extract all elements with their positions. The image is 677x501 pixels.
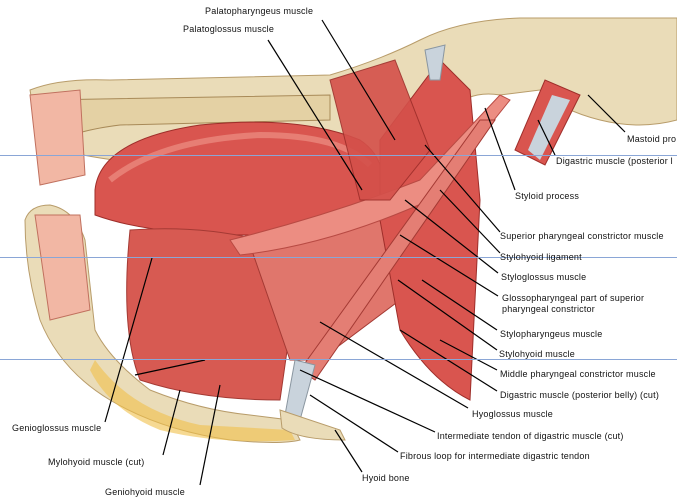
label-mastoid: Mastoid pro: [627, 134, 677, 144]
label-intermediate-tendon: Intermediate tendon of digastric muscle …: [437, 431, 624, 441]
digastric-tendon: [528, 95, 570, 160]
styloglossus-muscle: [229, 94, 511, 256]
label-palatopharyngeus: Palatopharyngeus muscle: [205, 6, 314, 16]
hyoid-bone: [279, 409, 346, 441]
horizontal-rule: [0, 359, 677, 360]
label-digastric-posterior-cut: Digastric muscle (posterior belly) (cut): [500, 390, 660, 400]
label-glossopharyngeal-1: Glossopharyngeal part of superior: [502, 293, 645, 303]
horizontal-rule: [0, 257, 677, 258]
label-glossopharyngeal-2: pharyngeal constrictor: [502, 304, 595, 314]
label-stylopharyngeus: Stylopharyngeus muscle: [500, 329, 603, 339]
tongue-surface: [108, 131, 373, 183]
label-hyoid-bone: Hyoid bone: [362, 473, 410, 483]
label-mylohyoid: Mylohyoid muscle (cut): [48, 457, 145, 467]
label-stylohyoid-ligament: Stylohyoid ligament: [500, 252, 582, 262]
label-middle-constrictor: Middle pharyngeal constrictor muscle: [500, 369, 656, 379]
jaw-outline: [90, 360, 295, 442]
label-palatoglossus: Palatoglossus muscle: [183, 24, 275, 34]
label-styloid-process: Styloid process: [515, 191, 580, 201]
genioglossus-muscle: [126, 228, 291, 401]
intermediate-tendon: [284, 359, 316, 421]
styloid-process: [424, 44, 446, 81]
label-hyoglossus: Hyoglossus muscle: [472, 409, 553, 419]
teeth-lower: [34, 214, 91, 321]
label-superior-constrictor: Superior pharyngeal constrictor muscle: [500, 231, 664, 241]
label-digastric-posterior: Digastric muscle (posterior l: [556, 156, 673, 166]
label-geniohyoid: Geniohyoid muscle: [105, 487, 185, 497]
palatopharyngeus-muscle: [329, 59, 431, 201]
horizontal-rule: [0, 155, 677, 156]
label-fibrous-loop: Fibrous loop for intermediate digastric …: [400, 451, 590, 461]
label-genioglossus: Genioglossus muscle: [12, 423, 102, 433]
teeth-upper: [29, 89, 86, 186]
leader-lines: [104, 19, 626, 486]
label-stylohyoid-muscle: Stylohyoid muscle: [499, 349, 575, 359]
label-styloglossus: Styloglossus muscle: [501, 272, 587, 282]
